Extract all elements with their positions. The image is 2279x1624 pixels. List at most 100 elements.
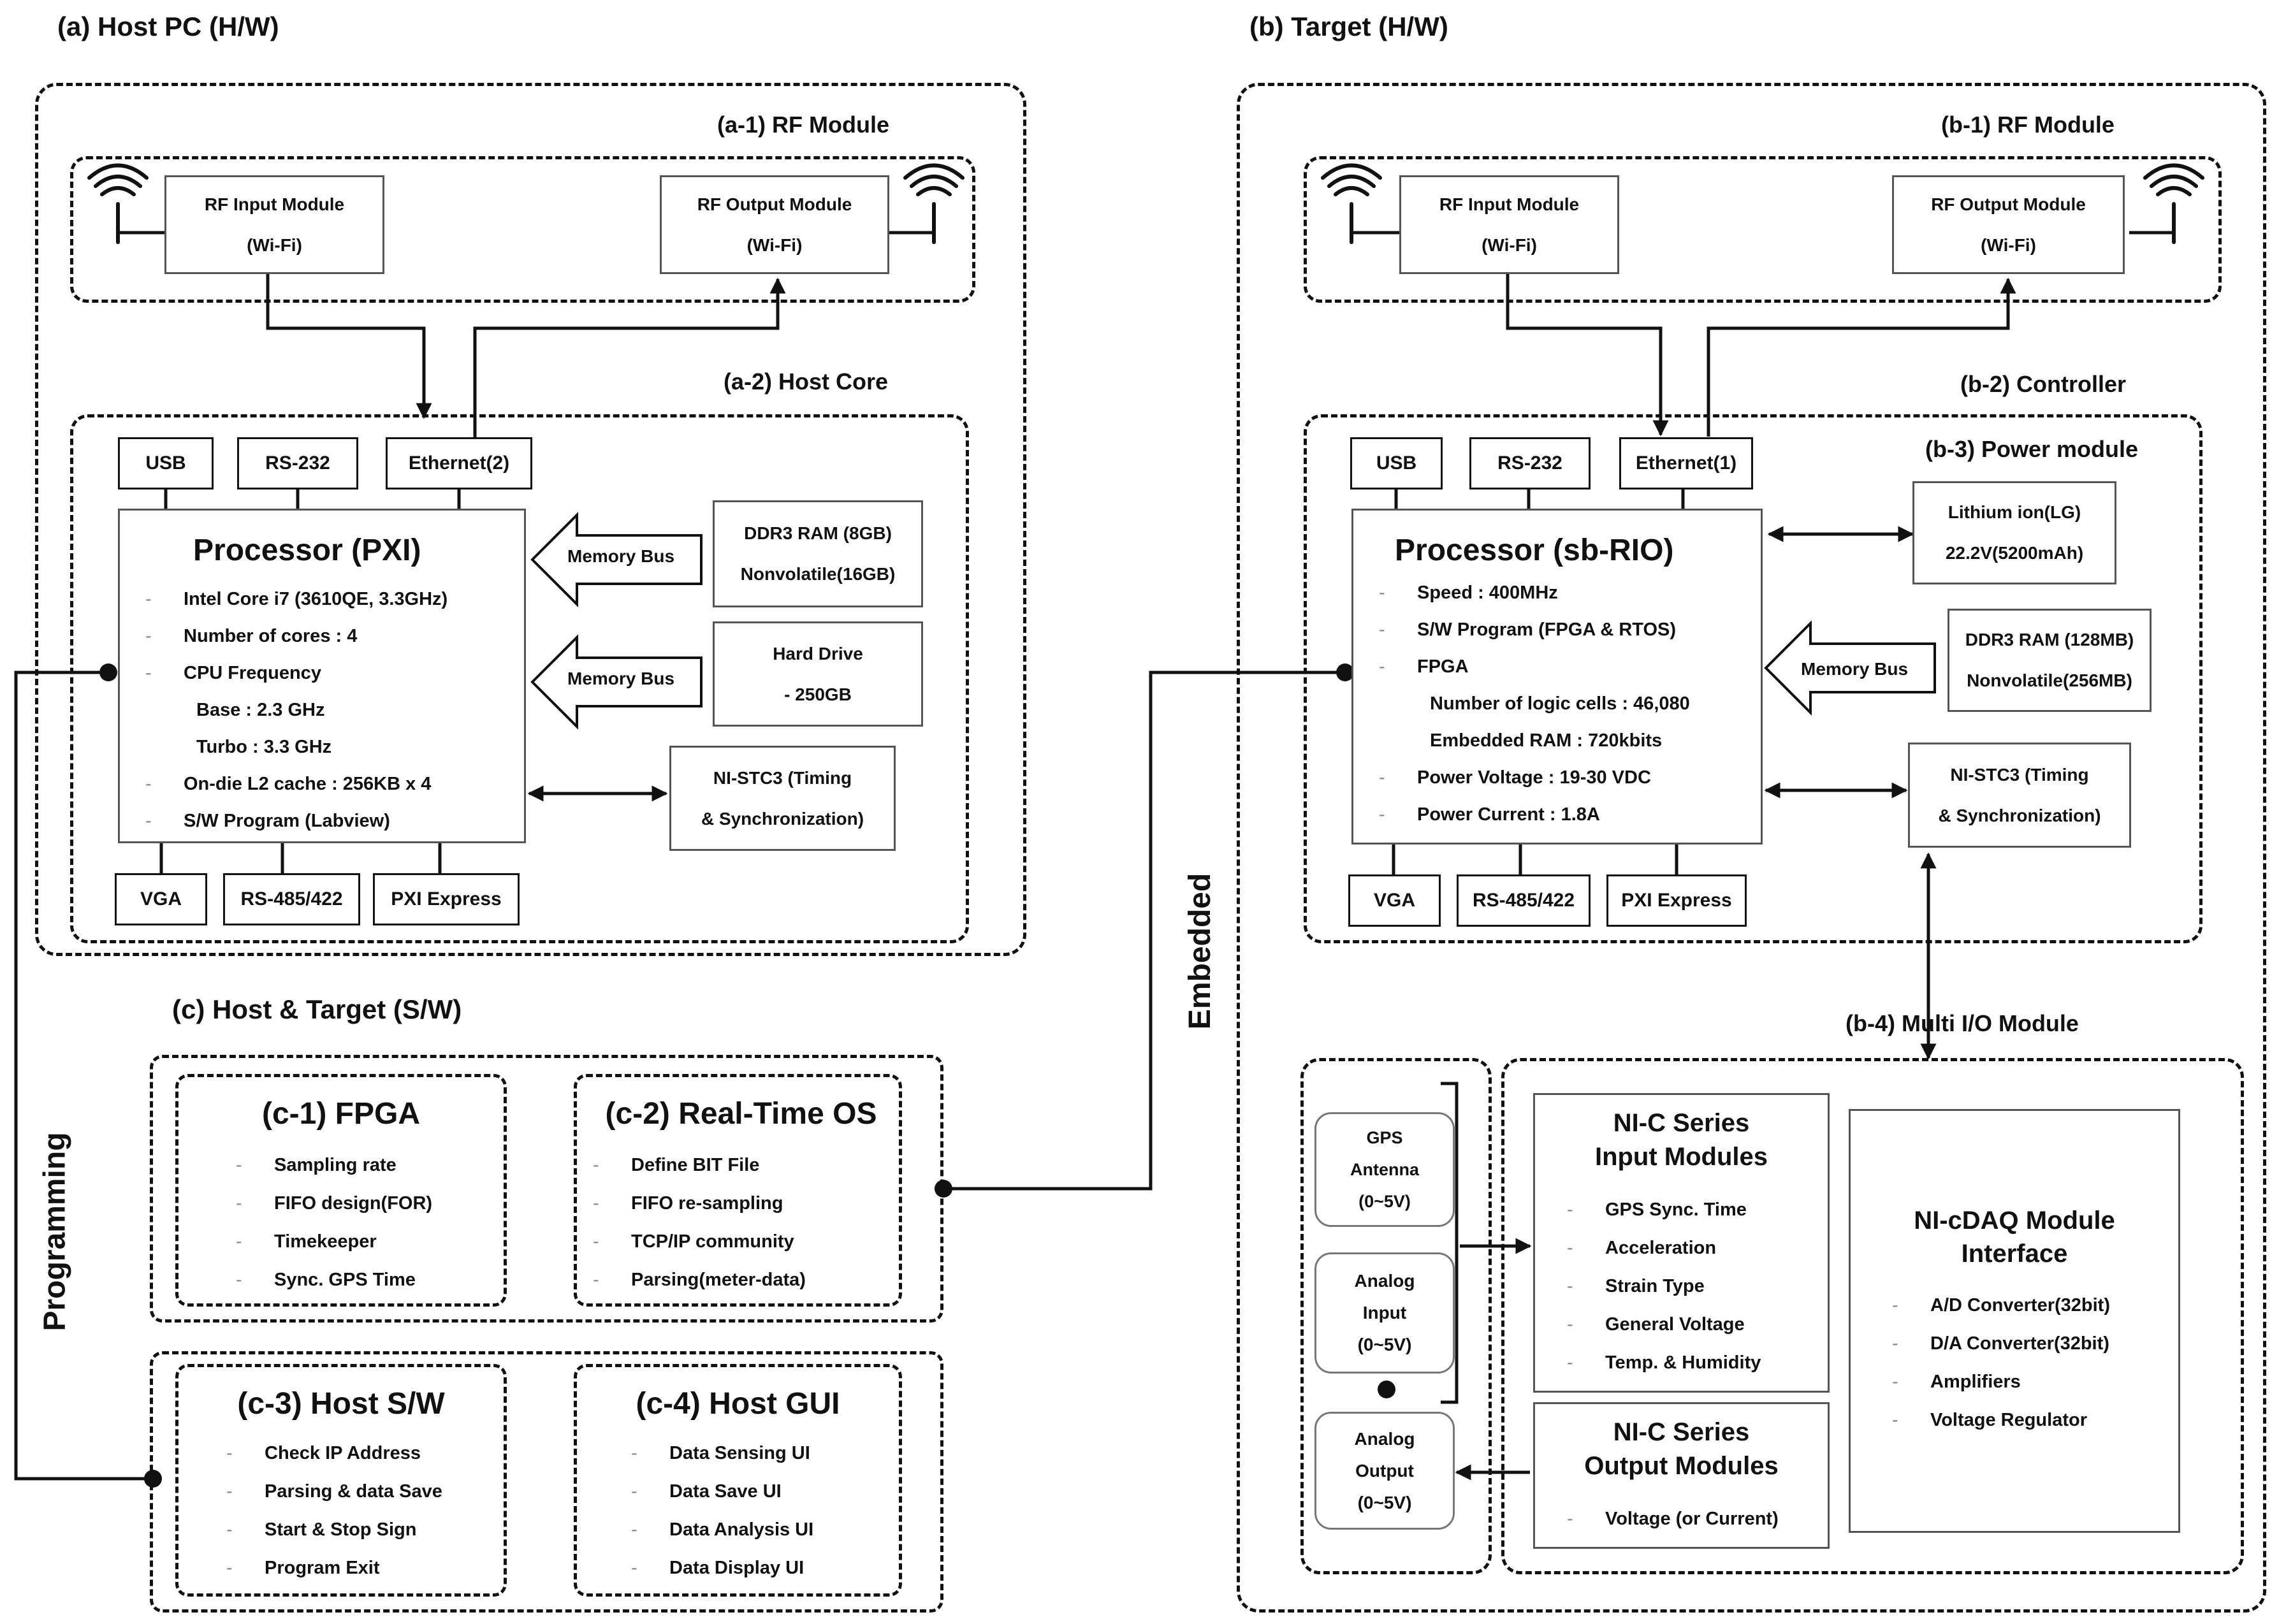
input-module-item: GPS Sync. Time [1567, 1191, 1761, 1229]
target-controller-panel [1304, 414, 2203, 943]
multi-io-panel [1501, 1058, 2244, 1574]
programming-label: Programming [38, 1132, 72, 1331]
target-processor-spec-item: FPGA [1379, 648, 1690, 685]
output-modules-title2: Output Modules [1584, 1452, 1779, 1480]
target-processor-spec-item: Embedded RAM : 720kbits [1430, 730, 1663, 751]
target-processor-spec-item: Power Current : 1.8A [1379, 796, 1690, 833]
host-gui-title: (c-4) Host GUI [636, 1387, 840, 1421]
rtos-feature-item: TCP/IP community [593, 1222, 806, 1261]
host-rf-module-title: (a-1) RF Module [717, 112, 889, 138]
cdaq-feature-item: D/A Converter(32bit) [1892, 1324, 2110, 1363]
host-hdd-line2: - 250GB [784, 684, 852, 704]
gps-antenna-sensor: GPS Antenna (0~5V) [1314, 1112, 1455, 1227]
cdaq-feature-item: Amplifiers [1892, 1363, 2110, 1401]
host-stc-line1: NI-STC3 (Timing [713, 767, 852, 788]
host-title: (a) Host PC (H/W) [57, 11, 279, 41]
host-hard-drive: Hard Drive - 250GB [713, 621, 923, 727]
host-core-panel [70, 414, 969, 943]
analog-out-line1: Analog [1354, 1428, 1415, 1449]
fpga-feature-item: Timekeeper [236, 1222, 432, 1261]
analog-in-line2: Input [1362, 1303, 1407, 1323]
host-sw-feature-item: Parsing & data Save [226, 1472, 442, 1511]
host-processor-spec-item: Base : 2.3 GHz [196, 700, 325, 720]
host-gui-feature-item: Data Analysis UI [631, 1511, 813, 1549]
input-module-item: Acceleration [1567, 1229, 1761, 1267]
host-processor-spec-item: On-die L2 cache : 256KB x 4 [145, 765, 448, 802]
software-title: (c) Host & Target (S/W) [172, 994, 462, 1024]
software-panel-top [150, 1055, 943, 1323]
host-gui-list: Data Sensing UIData Save UIData Analysis… [631, 1434, 813, 1587]
analog-output-sensor: Analog Output (0~5V) [1314, 1412, 1455, 1530]
rtos-panel: (c-2) Real-Time OS Define BIT FileFIFO r… [574, 1074, 902, 1307]
host-ni-stc3: NI-STC3 (Timing & Synchronization) [669, 746, 896, 851]
target-ni-stc3: NI-STC3 (Timing & Synchronization) [1908, 743, 2131, 848]
host-processor-title: Processor (PXI) [193, 533, 421, 567]
host-port-ethernet: Ethernet(2) [386, 437, 532, 489]
target-processor-spec-item: Number of logic cells : 46,080 [1430, 693, 1690, 714]
cdaq-feature-item: A/D Converter(32bit) [1892, 1286, 2110, 1324]
input-modules-title1: NI-C Series [1613, 1109, 1750, 1137]
target-port-usb: USB [1350, 437, 1443, 489]
host-gui-feature-item: Data Save UI [631, 1472, 813, 1511]
battery-line2: 22.2V(5200mAh) [1945, 543, 2084, 563]
host-processor-specs: Intel Core i7 (3610QE, 3.3GHz)Number of … [145, 581, 448, 839]
host-rf-output-module: RF Output Module (Wi-Fi) [660, 175, 889, 274]
host-sw-title: (c-3) Host S/W [237, 1387, 445, 1421]
input-modules-title2: Input Modules [1594, 1143, 1768, 1171]
target-processor-spec-item: S/W Program (FPGA & RTOS) [1379, 611, 1690, 648]
host-gui-panel: (c-4) Host GUI Data Sensing UIData Save … [574, 1364, 902, 1597]
target-ram: DDR3 RAM (128MB) Nonvolatile(256MB) [1948, 609, 2152, 712]
fpga-list: Sampling rateFIFO design(FOR)TimekeeperS… [236, 1146, 432, 1299]
target-battery: Lithium ion(LG) 22.2V(5200mAh) [1912, 481, 2116, 584]
host-port-usb: USB [118, 437, 214, 489]
rf-input-sub: (Wi-Fi) [1482, 235, 1537, 255]
wifi-icon [1321, 163, 1382, 244]
target-panel [1237, 83, 2266, 1613]
target-rf-output-module: RF Output Module (Wi-Fi) [1892, 175, 2125, 274]
host-processor-spec-item: Number of cores : 4 [145, 618, 448, 655]
host-gui-feature-item: Data Display UI [631, 1549, 813, 1587]
host-sw-feature-item: Program Exit [226, 1549, 442, 1587]
target-memory-bus-label: Memory Bus [1801, 659, 1909, 679]
target-port-pxi-express: PXI Express [1606, 874, 1747, 927]
host-sw-list: Check IP AddressParsing & data SaveStart… [226, 1434, 442, 1587]
rf-output-label: RF Output Module [697, 194, 852, 214]
rtos-feature-item: FIFO re-sampling [593, 1184, 806, 1222]
rf-input-sub: (Wi-Fi) [247, 235, 302, 255]
host-memory-bus-arrow-2 [530, 634, 703, 730]
host-rf-out-line [473, 277, 786, 446]
target-rf-in-line [1506, 268, 1669, 437]
host-processor-spec-item: CPU Frequency [145, 655, 448, 692]
programming-dot-bottom [144, 1470, 162, 1488]
fpga-title: (c-1) FPGA [261, 1097, 420, 1131]
cdaq-title2: Interface [1961, 1240, 2068, 1268]
host-port-rs485: RS-485/422 [223, 873, 360, 925]
analog-in-line1: Analog [1354, 1271, 1415, 1291]
target-rf-input-module: RF Input Module (Wi-Fi) [1399, 175, 1619, 274]
host-processor-spec-item: Turbo : 3.3 GHz [196, 737, 332, 757]
fpga-feature-item: FIFO design(FOR) [236, 1184, 432, 1222]
fpga-feature-item: Sampling rate [236, 1146, 432, 1184]
output-modules-title1: NI-C Series [1613, 1418, 1750, 1446]
target-rf-out-line [1707, 277, 2016, 437]
input-module-item: Strain Type [1567, 1267, 1761, 1305]
host-gui-feature-item: Data Sensing UI [631, 1434, 813, 1472]
ni-c-input-modules: NI-C Series Input Modules GPS Sync. Time… [1533, 1093, 1830, 1393]
target-memory-bus-arrow [1764, 620, 1936, 716]
target-processor-title: Processor (sb-RIO) [1395, 533, 1674, 567]
ni-c-output-modules: NI-C Series Output Modules Voltage (or C… [1533, 1402, 1830, 1549]
rf-input-label: RF Input Module [1439, 194, 1580, 214]
target-rf-module-title: (b-1) RF Module [1941, 112, 2115, 138]
rtos-title: (c-2) Real-Time OS [605, 1097, 877, 1131]
output-module-item: Voltage (or Current) [1567, 1500, 1779, 1538]
target-stc-line1: NI-STC3 (Timing [1950, 764, 2089, 785]
rf-output-label: RF Output Module [1931, 194, 2086, 214]
analog-in-line3: (0~5V) [1357, 1335, 1412, 1354]
cdaq-list: A/D Converter(32bit)D/A Converter(32bit)… [1892, 1286, 2110, 1439]
target-rf-module-panel [1304, 156, 2222, 303]
target-processor: Processor (sb-RIO) Speed : 400MHzS/W Pro… [1351, 509, 1763, 845]
target-stc-line2: & Synchronization) [1938, 805, 2101, 825]
fpga-panel: (c-1) FPGA Sampling rateFIFO design(FOR)… [175, 1074, 507, 1307]
host-memory-bus-label-1: Memory Bus [567, 546, 675, 566]
